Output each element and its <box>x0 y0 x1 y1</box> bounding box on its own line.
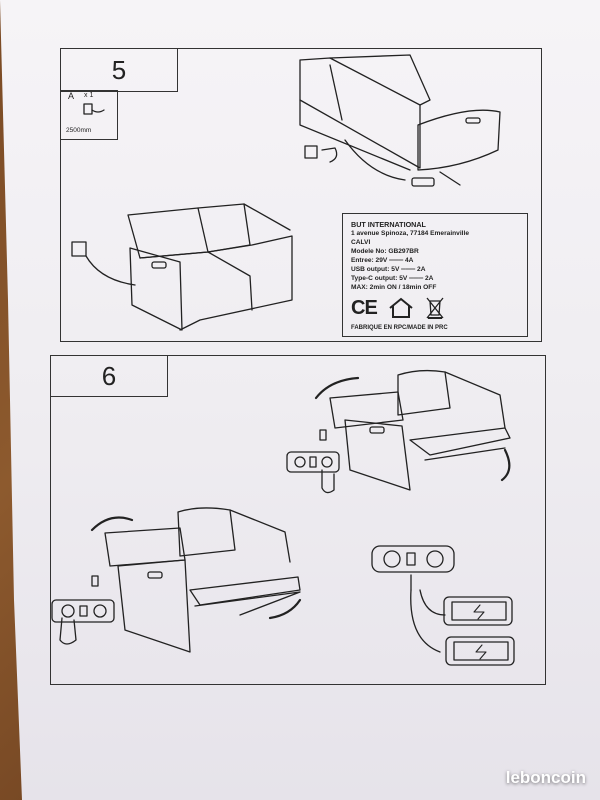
typec-output: Type-C output: 5V ═══ 2A <box>351 275 434 282</box>
max-duty: MAX: 2min ON / 18min OFF <box>351 284 437 291</box>
power-adapter-icon <box>83 103 105 115</box>
charging-diagram <box>371 545 515 666</box>
weee-bin-icon <box>426 297 444 319</box>
sofa-front-view <box>71 203 293 331</box>
company-name: BUT INTERNATIONAL <box>351 220 426 229</box>
house-recycle-icon <box>389 297 413 318</box>
usb-output: USB output: 5V ═══ 2A <box>351 266 426 273</box>
ce-mark: CE <box>351 296 378 319</box>
model-number: Modele No: GB297BR <box>351 248 419 255</box>
step6-panel <box>50 355 546 685</box>
made-in: FABRIQUE EN RPC/MADE IN PRC <box>351 325 448 331</box>
step5-panel <box>60 48 542 342</box>
part-qty: x 1 <box>84 92 94 99</box>
cable-length: 2500mm <box>66 127 92 134</box>
sofa-recline-bottom <box>51 507 302 653</box>
parts-box <box>60 90 118 140</box>
spec-label: BUT INTERNATIONAL 1 avenue Spinoza, 7718… <box>342 213 528 337</box>
address: 1 avenue Spinoza, 77184 Emerainville <box>351 230 470 237</box>
input-rating: Entree: 29V ═══ 4A <box>351 257 414 264</box>
step5-number: 5 <box>111 54 127 85</box>
step5-number-box: 5 <box>60 48 178 92</box>
sofa-back-view <box>299 54 501 187</box>
model-name: CALVI <box>351 239 371 246</box>
part-letter: A <box>68 91 75 101</box>
sofa-recline-top <box>286 369 511 494</box>
step6-number-box: 6 <box>50 355 168 397</box>
cert-logos: CE <box>351 296 519 320</box>
leboncoin-watermark: leboncoin <box>505 768 586 787</box>
step6-number: 6 <box>101 360 117 391</box>
